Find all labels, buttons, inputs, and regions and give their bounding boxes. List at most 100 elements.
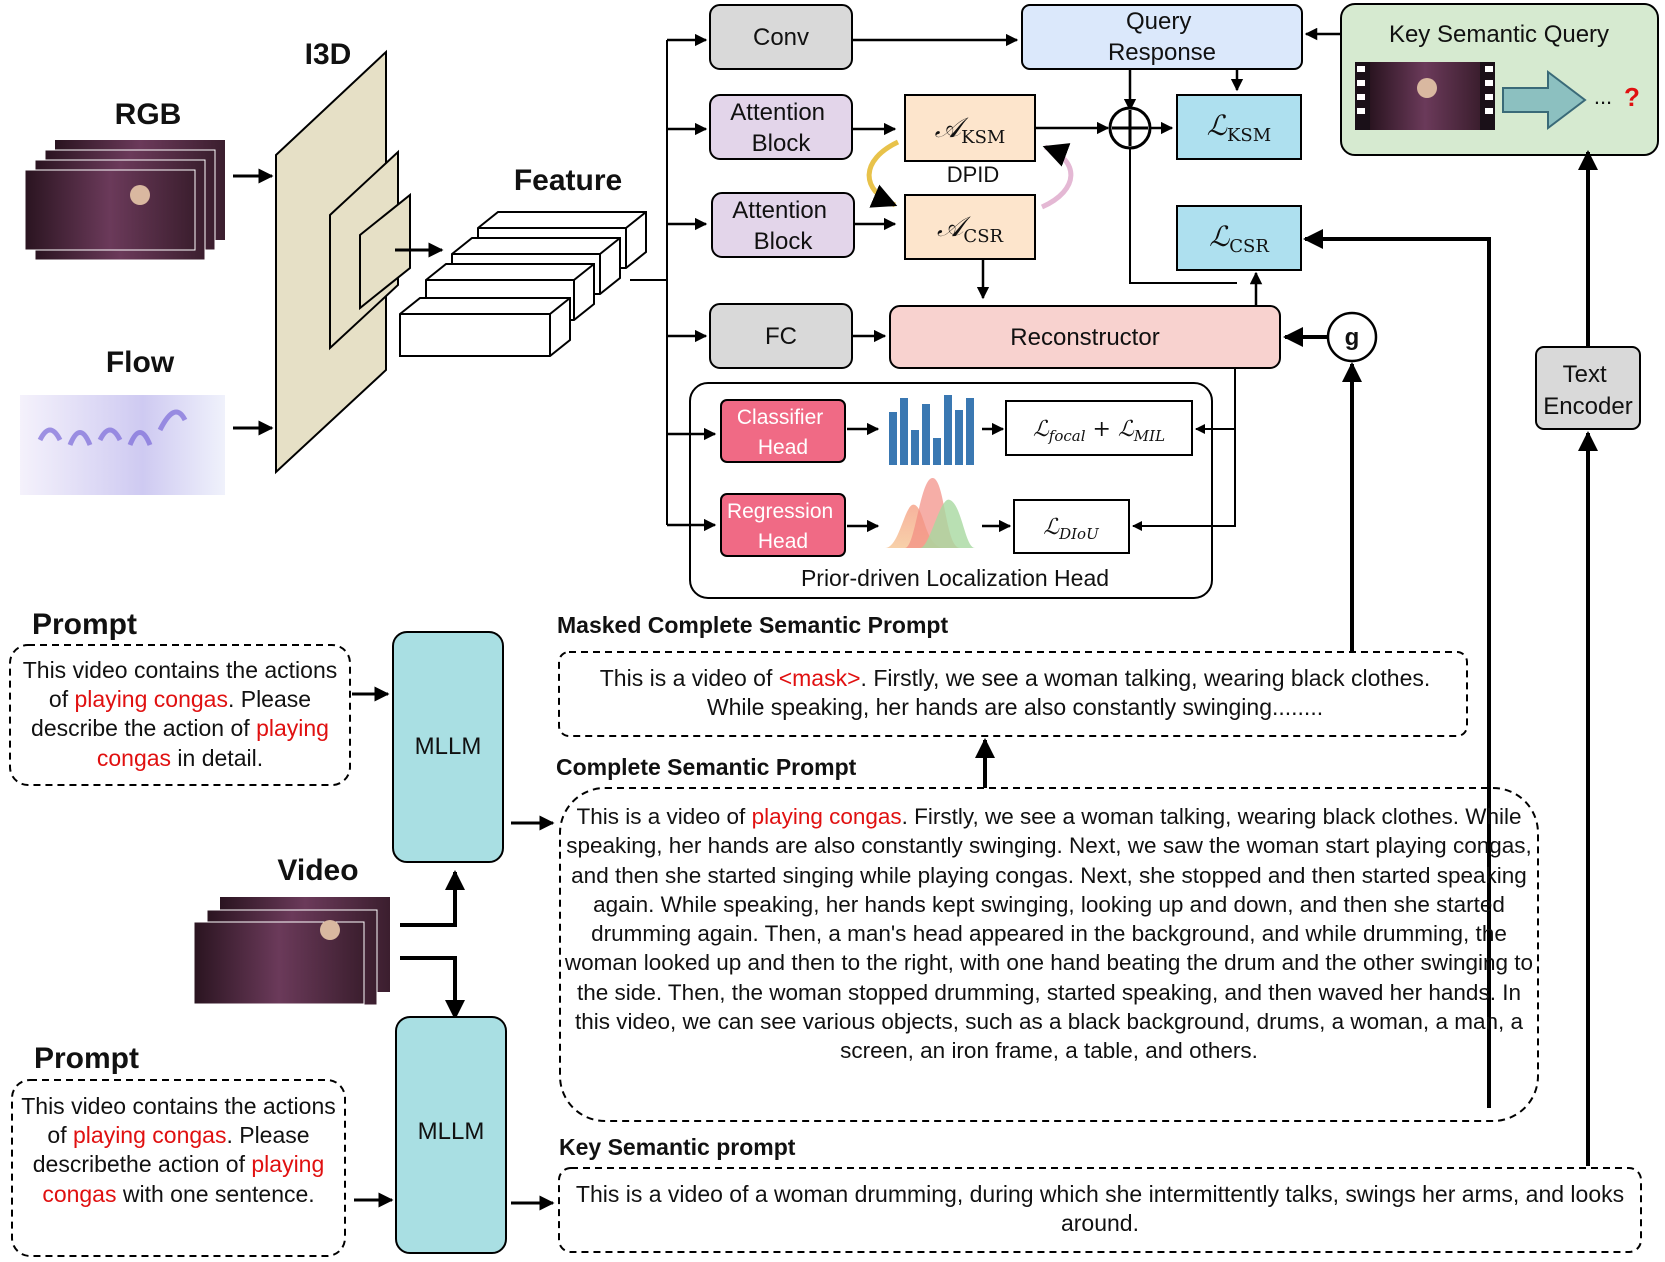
video-strip-thumbnail (1355, 62, 1495, 130)
prompt-top-highlight-1: playing congas (74, 686, 228, 713)
classifier-head-line1: Classifier (737, 406, 823, 429)
i3d-label: I3D (305, 38, 352, 71)
g-label: g (1345, 324, 1360, 351)
conv-label: Conv (753, 24, 809, 51)
prompt-text-top: This video contains the actions of playi… (14, 656, 346, 773)
mask-token: <mask> (778, 665, 861, 691)
complete-prompt-title: Complete Semantic Prompt (556, 754, 857, 780)
sum-node (1108, 106, 1152, 150)
complete-prompt-box (559, 787, 1539, 1122)
classification-bars-icon (889, 395, 974, 465)
rgb-frames (24, 140, 225, 261)
svg-text:Text Encoder: Text Encoder (1543, 361, 1632, 420)
attention-block-1-line2: Block (752, 130, 812, 157)
prompt-top-part-c: in detail. (171, 744, 264, 771)
fc-box: FC (709, 303, 853, 369)
svg-text:Regression Head: Regression Head (727, 500, 839, 553)
l-ksm-box: ℒKSM (1176, 94, 1302, 160)
reconstructor-to-ldiou-line (1132, 368, 1236, 531)
attention-block-2: Attention Block (711, 192, 855, 258)
text-encoder-line2: Encoder (1543, 393, 1632, 420)
svg-text:Query Response: Query Response (1108, 8, 1216, 66)
masked-prompt-part-a: This is a video of (599, 665, 779, 691)
key-semantic-query-label: Key Semantic Query (1389, 21, 1609, 48)
dpid-swap-arrow-right (1040, 143, 1074, 210)
text-encoder-line1: Text (1563, 361, 1607, 388)
i3d-block (275, 49, 411, 475)
masked-prompt-part-b: . Firstly, we see a woman talking, weari… (706, 665, 1431, 721)
key-prompt-title: Key Semantic prompt (559, 1134, 796, 1160)
prompt-bottom-highlight-2: playing congas (42, 1151, 325, 1207)
prompt-top-highlight-2: playing congas (96, 715, 329, 771)
video-to-mllm-top-arrow (400, 870, 465, 927)
complete-prompt-part-b: . Firstly, we see a woman talking, weari… (564, 804, 1534, 1063)
video-to-mllm-bottom-arrow (400, 956, 465, 1020)
mllm-label-top: MLLM (415, 733, 482, 760)
g-node: g (1326, 311, 1378, 363)
classifier-head-box: Classifier Head (720, 399, 846, 463)
classifier-head-line2: Head (758, 436, 808, 459)
regression-head-line1: Regression (727, 500, 833, 523)
mllm-box-bottom: MLLM (395, 1016, 507, 1254)
prompt-box-bottom (11, 1079, 346, 1257)
a-csr-label: 𝒜CSR (937, 210, 1004, 247)
complete-prompt-highlight: playing congas (751, 804, 902, 829)
a-csr-box: 𝒜CSR (904, 194, 1036, 260)
mllm-box-top: MLLM (392, 631, 504, 863)
prompt-text-bottom: This video contains the actions of playi… (16, 1092, 341, 1209)
complete-prompt-to-lcsr-line (1303, 229, 1491, 1108)
masked-prompt-box (558, 651, 1468, 737)
key-prompt-box (558, 1167, 1642, 1253)
feature-bus (630, 40, 668, 525)
svg-text:Attention Block: Attention Block (732, 197, 833, 255)
right-arrow-icon (1502, 69, 1587, 131)
regression-distribution-icon (885, 477, 975, 548)
complete-prompt-part-a: This is a video of (576, 804, 752, 829)
prompt-bottom-part-a: This video contains the actions of (21, 1093, 336, 1149)
l-csr-box: ℒCSR (1176, 205, 1302, 271)
video-label: Video (277, 854, 358, 887)
ellipsis-label: ... (1594, 84, 1612, 109)
prompt-bottom-part-b: . Please describethe action of (32, 1122, 310, 1178)
flow-label: Flow (106, 346, 175, 379)
plus-to-reconstructor-line (1129, 148, 1237, 284)
attention-block-1-line1: Attention (730, 99, 825, 126)
prompt-bottom-part-c: with one sentence. (116, 1180, 315, 1207)
prompt-title-bottom: Prompt (34, 1042, 139, 1075)
svg-text:Attention Block: Attention Block (730, 99, 831, 157)
dpid-swap-arrow-left (866, 139, 900, 208)
regression-head-line2: Head (758, 530, 808, 553)
masked-prompt-title: Masked Complete Semantic Prompt (557, 612, 948, 638)
feature-label: Feature (514, 164, 622, 197)
video-frames (193, 897, 390, 1006)
prior-localization-head: Prior-driven Localization Head (689, 382, 1213, 599)
query-response-line1: Query (1126, 8, 1191, 35)
fc-label: FC (765, 323, 797, 350)
rgb-label: RGB (115, 98, 182, 131)
query-response-box: Query Response (1021, 4, 1303, 70)
conv-box: Conv (709, 4, 853, 70)
l-diou-box: ℒDIoU (1013, 499, 1130, 554)
regression-head-box: Regression Head (720, 493, 846, 557)
l-focal-mil-box: ℒfocal + ℒMIL (1005, 400, 1193, 456)
key-prompt-text: This is a video of a woman drumming, dur… (575, 1181, 1625, 1237)
dpid-label: DPID (947, 162, 1000, 187)
text-encoder-box: Text Encoder (1535, 346, 1641, 430)
svg-text:Classifier Head: Classifier Head (737, 406, 829, 459)
reconstructor-box: Reconstructor (889, 305, 1281, 369)
question-mark: ? (1624, 82, 1640, 112)
prompt-title-top: Prompt (32, 608, 137, 641)
attention-block-1: Attention Block (709, 94, 853, 160)
masked-prompt-text: This is a video of <mask>. Firstly, we s… (585, 664, 1445, 722)
prompt-box-top (9, 644, 351, 786)
feature-stack (399, 211, 647, 357)
a-ksm-box: 𝒜KSM (904, 94, 1036, 162)
mllm-label-bottom: MLLM (418, 1118, 485, 1145)
attention-block-2-line1: Attention (732, 197, 827, 224)
prompt-top-part-b: . Please describe the action of (31, 686, 312, 742)
prompt-top-part-a: This video contains the actions of (22, 657, 338, 713)
key-semantic-query-panel: Key Semantic Query ... ? (1340, 3, 1659, 156)
flow-frames (20, 395, 225, 495)
